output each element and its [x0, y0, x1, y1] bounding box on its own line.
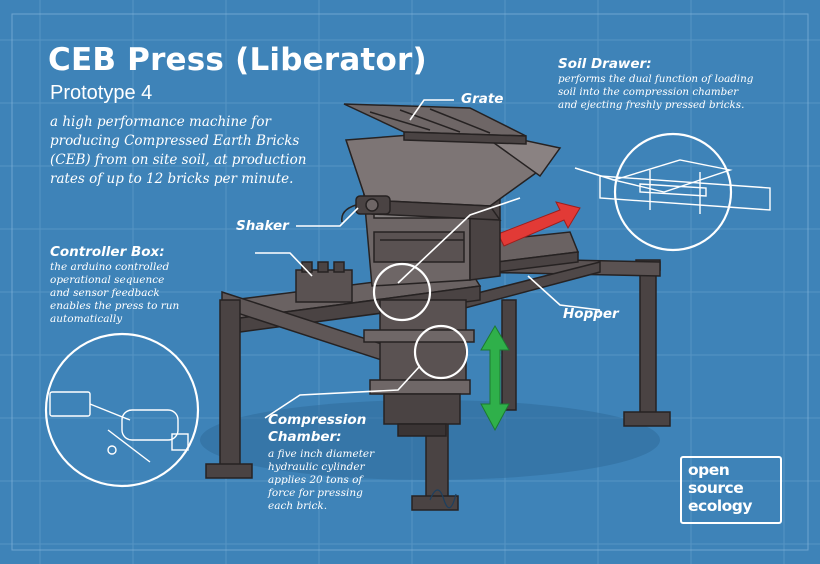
grate	[343, 103, 527, 145]
logo-line: source	[688, 479, 744, 497]
compression-line: a five inch diameter	[268, 448, 375, 460]
side-frame	[449, 257, 661, 313]
controller-box-line: the arduino controlled	[50, 261, 170, 273]
far-legs	[501, 259, 671, 427]
green-press-arrow	[480, 325, 510, 432]
soil-drawer-line: and ejecting freshly pressed bricks.	[558, 99, 745, 111]
controller-box-title: Controller Box:	[50, 244, 165, 260]
shaker-motor	[341, 195, 391, 223]
soil-drawer-title: Soil Drawer:	[558, 56, 652, 72]
leader-lines	[255, 99, 615, 419]
top-funnel	[344, 129, 562, 221]
controller-box-line: operational sequence	[50, 274, 165, 286]
blueprint-border	[11, 13, 809, 551]
label-hopper: Hopper	[563, 306, 619, 322]
logo-line: ecology	[688, 497, 753, 515]
compression-line: applies 20 tons of	[268, 474, 363, 486]
controller-box-line: automatically	[50, 313, 123, 325]
controller-box	[295, 261, 353, 303]
label-grate: Grate	[461, 91, 504, 107]
controller-box-line: enables the press to run	[50, 300, 180, 312]
callout-circles	[44, 132, 733, 488]
machine-description: a high performance machine for producing…	[50, 114, 307, 187]
compression-line: each brick.	[268, 500, 328, 512]
controller-box-description: the arduino controlled operational seque…	[50, 261, 250, 326]
soil-drawer-description: performs the dual function of loading so…	[558, 73, 798, 112]
compression-line: force for pressing	[268, 487, 363, 499]
page-subtitle: Prototype 4	[50, 82, 153, 104]
soil-drawer-line: performs the dual function of loading	[558, 73, 754, 85]
compression-chamber-description: a five inch diameter hydraulic cylinder …	[268, 448, 418, 513]
ground-scribble	[429, 489, 457, 509]
compression-title-line: Compression	[268, 412, 367, 428]
soil-drawer-detail-sketch	[599, 159, 771, 214]
logo-line: open	[688, 461, 730, 479]
compression-title-line: Chamber:	[268, 429, 342, 445]
soil-drawer-line: soil into the compression chamber	[558, 86, 739, 98]
compression-chamber-title: Compression Chamber:	[268, 412, 366, 446]
cylinder-detail-sketch	[49, 391, 189, 463]
label-shaker: Shaker	[236, 218, 289, 234]
controller-box-line: and sensor feedback	[50, 287, 160, 299]
compression-line: hydraulic cylinder	[268, 461, 365, 473]
page-title: CEB Press (Liberator)	[48, 42, 427, 78]
open-source-ecology-logo: open source ecology	[680, 456, 782, 524]
red-drawer-arrow	[497, 201, 581, 247]
